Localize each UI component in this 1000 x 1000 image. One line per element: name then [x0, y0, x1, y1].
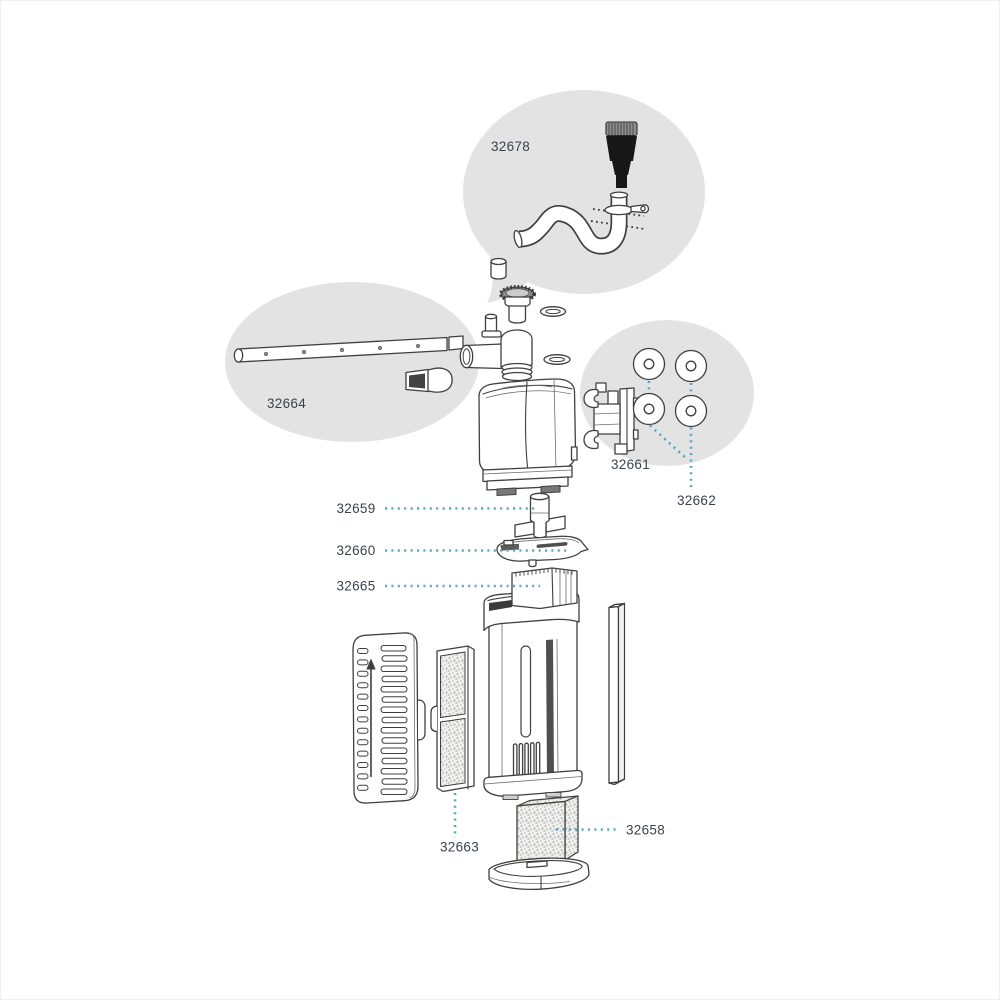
foam-block-right [564, 795, 579, 862]
bubble-spray-bar [225, 282, 479, 442]
part-labels: 32678 32664 32661 32662 32659 32660 3266… [267, 139, 716, 855]
grille-right-slots [380, 645, 408, 795]
elbow-spigot-collar [481, 330, 502, 338]
pump-cover-slot [536, 542, 568, 548]
part-grille-cover [352, 632, 426, 804]
clip-block-upper [607, 390, 619, 406]
suction-cup [674, 394, 708, 428]
suction-cup [632, 347, 666, 381]
spray-bar-end-cap [233, 348, 244, 363]
bubble-clip-cups [580, 320, 754, 466]
tube-clamp-ring [604, 204, 634, 216]
part-outlet-elbow [459, 313, 533, 382]
tray-body [488, 857, 590, 890]
grille-left-slots [357, 648, 369, 791]
part-foam-frame [430, 645, 475, 793]
part-suction-cups [632, 347, 708, 428]
leader-lines [385, 381, 693, 838]
nozzle-cap-ribs [608, 123, 634, 135]
part-o-ring-top [539, 306, 567, 317]
leader-cups-diagonal [649, 424, 688, 460]
canister-inner-shadow [489, 600, 512, 611]
impeller-blade-left [514, 520, 535, 538]
part-pump-cover [496, 535, 589, 568]
part-mounting-clip [583, 382, 639, 455]
pump-head-side-tab [570, 446, 578, 461]
pump-cover-pin [528, 559, 537, 568]
pump-head-tab [496, 487, 517, 497]
cartridge-box [511, 567, 578, 610]
part-union-nut [499, 285, 536, 324]
foam-frame-panel-bottom [440, 717, 466, 788]
canister-dark-strip [546, 639, 554, 778]
foam-frame-panel-top [440, 651, 466, 719]
part-rod [608, 602, 626, 786]
part-base-tray [488, 857, 590, 890]
clip-hook-top [583, 388, 599, 409]
tray-slot [526, 860, 548, 869]
clip-top-tab [595, 382, 607, 393]
suction-cup [674, 349, 708, 383]
foam-block-front [516, 800, 566, 866]
elbow-threads [501, 362, 533, 382]
part-outlet-pipe-set [513, 121, 650, 255]
part-label-32662: 32662 [677, 493, 716, 508]
nozzle-body-lower [612, 161, 631, 175]
clip-foot [614, 443, 628, 455]
clip-hook-bottom [583, 429, 599, 450]
part-impeller [514, 492, 566, 542]
outlet-tube-top-opening [609, 191, 629, 199]
outlet-tube-end-opening [513, 229, 523, 249]
part-label-32659: 32659 [337, 501, 376, 516]
canister-details [483, 624, 583, 800]
canister-base-flange [483, 769, 583, 797]
part-label-32664: 32664 [267, 396, 306, 411]
part-connector-cap [490, 257, 507, 280]
part-label-32658: 32658 [626, 823, 665, 838]
part-label-32661: 32661 [611, 457, 650, 472]
cartridge-top-ribs [515, 568, 573, 577]
elbow-body [500, 329, 533, 368]
part-spray-bar-set [233, 335, 464, 393]
canister-foot [502, 794, 519, 800]
part-label-32663: 32663 [440, 840, 479, 855]
part-filter-cartridge [511, 567, 578, 610]
tube-clamp-hole [640, 205, 646, 212]
part-label-32660: 32660 [337, 543, 376, 558]
canister-foot [545, 792, 562, 798]
part-o-ring-bottom [543, 354, 571, 365]
clip-rail-tab [632, 429, 639, 440]
nozzle-stem [616, 175, 627, 188]
grille-side-tab [417, 699, 426, 741]
part-pump-head [478, 378, 578, 497]
outlet-tube-fill [518, 196, 626, 253]
spray-bar-coupler [448, 335, 464, 351]
diffuser-nozzle [605, 121, 638, 188]
flow-direction-arrow [366, 658, 376, 777]
pump-head-tab [540, 484, 561, 494]
part-label-32665: 32665 [337, 579, 376, 594]
canister-front-slot [520, 645, 532, 738]
part-label-32678: 32678 [491, 139, 530, 154]
spray-bar-holes [263, 343, 420, 356]
nozzle-body [606, 136, 637, 161]
foam-frame-tab [430, 705, 438, 733]
spray-nozzle-opening [409, 373, 425, 389]
part-foam-block [516, 795, 579, 866]
clip-body [593, 403, 621, 435]
suction-cup [632, 392, 666, 426]
